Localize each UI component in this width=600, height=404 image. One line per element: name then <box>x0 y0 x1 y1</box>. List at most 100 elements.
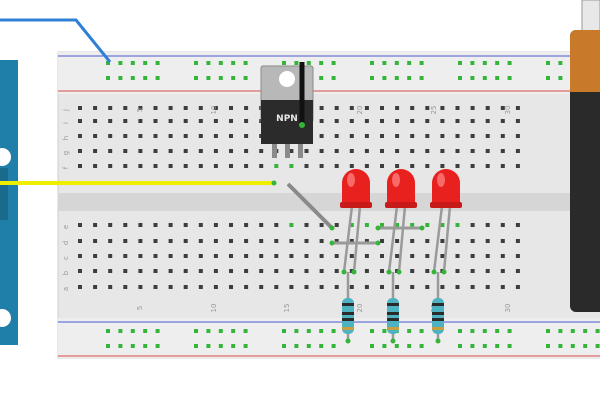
breadboard-hole <box>289 254 294 258</box>
breadboard-hole <box>334 134 339 138</box>
row-letter: h <box>62 136 70 140</box>
breadboard-hole <box>108 254 113 258</box>
rail-hole <box>130 76 135 80</box>
rail-hole <box>118 329 123 333</box>
breadboard-hole <box>515 269 520 273</box>
rail-hole <box>218 61 223 65</box>
breadboard-hole <box>93 149 98 153</box>
breadboard-hole <box>500 254 505 258</box>
sensor-module <box>0 60 18 345</box>
breadboard-hole <box>108 164 113 168</box>
breadboard-hole <box>93 134 98 138</box>
breadboard-hole <box>334 119 339 123</box>
rail-hole <box>243 76 248 80</box>
breadboard-hole <box>319 269 324 273</box>
column-number-bottom: 20 <box>356 304 364 313</box>
breadboard-hole <box>455 223 460 227</box>
breadboard-hole <box>138 254 143 258</box>
breadboard-hole <box>515 285 520 289</box>
breadboard-hole <box>213 239 218 243</box>
row-letter: c <box>62 256 70 260</box>
rail-hole <box>495 329 500 333</box>
breadboard-hole <box>123 106 128 110</box>
breadboard-hole <box>183 254 188 258</box>
rail-hole <box>507 344 512 348</box>
breadboard-hole <box>364 285 369 289</box>
rail-hole <box>470 61 475 65</box>
breadboard-hole <box>78 254 82 258</box>
breadboard-hole <box>108 239 113 243</box>
rail-hole <box>419 76 424 80</box>
column-number-top: 20 <box>356 106 364 115</box>
breadboard-hole <box>93 119 98 123</box>
breadboard-hole <box>500 239 505 243</box>
breadboard-hole <box>395 119 400 123</box>
breadboard-hole <box>213 149 218 153</box>
rail-hole <box>482 61 487 65</box>
breadboard-hole <box>395 164 400 168</box>
breadboard-hole <box>515 134 520 138</box>
rail-hole <box>570 344 575 348</box>
rail-hole <box>331 344 336 348</box>
breadboard-hole <box>455 164 460 168</box>
breadboard-hole <box>485 106 490 110</box>
breadboard-hole <box>319 106 324 110</box>
rail-hole <box>206 344 211 348</box>
rail-hole <box>583 344 588 348</box>
breadboard-hole <box>123 164 128 168</box>
rail-hole <box>331 61 336 65</box>
breadboard-hole <box>259 239 264 243</box>
column-number-top: 25 <box>430 106 438 115</box>
rail-hole <box>558 61 563 65</box>
rail-hole <box>507 76 512 80</box>
rail-hole <box>155 329 160 333</box>
breadboard-hole <box>455 269 460 273</box>
breadboard-hole <box>395 106 400 110</box>
breadboard-hole <box>500 134 505 138</box>
breadboard-hole <box>500 285 505 289</box>
rail-hole <box>306 344 311 348</box>
breadboard-hole <box>485 149 490 153</box>
breadboard-hole <box>93 164 98 168</box>
rail-hole <box>118 344 123 348</box>
breadboard-hole <box>334 239 339 243</box>
breadboard-hole <box>395 239 400 243</box>
rail-hole <box>482 76 487 80</box>
breadboard-hole <box>183 164 188 168</box>
breadboard-hole <box>289 223 294 227</box>
rail-hole <box>370 329 374 333</box>
breadboard-hole <box>440 106 445 110</box>
rail-hole <box>306 329 311 333</box>
breadboard-hole <box>410 285 415 289</box>
breadboard-hole <box>319 119 324 123</box>
breadboard-hole <box>455 106 460 110</box>
breadboard-hole <box>349 164 354 168</box>
rail-hole <box>482 344 487 348</box>
breadboard-hole <box>319 164 324 168</box>
breadboard-hole <box>289 164 294 168</box>
rail-hole <box>106 329 110 333</box>
breadboard-hole <box>425 239 430 243</box>
column-number-bottom: 5 <box>136 306 144 310</box>
rail-hole <box>243 329 248 333</box>
breadboard-hole <box>168 134 173 138</box>
rail-hole <box>407 344 412 348</box>
breadboard-hole <box>123 239 128 243</box>
breadboard-hole <box>274 269 279 273</box>
breadboard-hole <box>304 239 309 243</box>
rail-hole <box>143 61 148 65</box>
breadboard-hole <box>470 239 475 243</box>
breadboard-hole <box>515 106 520 110</box>
breadboard-hole <box>153 223 158 227</box>
breadboard-hole <box>455 119 460 123</box>
breadboard-hole <box>108 119 113 123</box>
breadboard-hole <box>455 285 460 289</box>
breadboard-hole <box>440 285 445 289</box>
breadboard-hole <box>123 119 128 123</box>
breadboard-hole <box>168 164 173 168</box>
breadboard-hole <box>213 164 218 168</box>
breadboard-hole <box>153 134 158 138</box>
breadboard-hole <box>198 164 203 168</box>
breadboard-hole <box>380 285 384 289</box>
breadboard-hole <box>138 223 143 227</box>
